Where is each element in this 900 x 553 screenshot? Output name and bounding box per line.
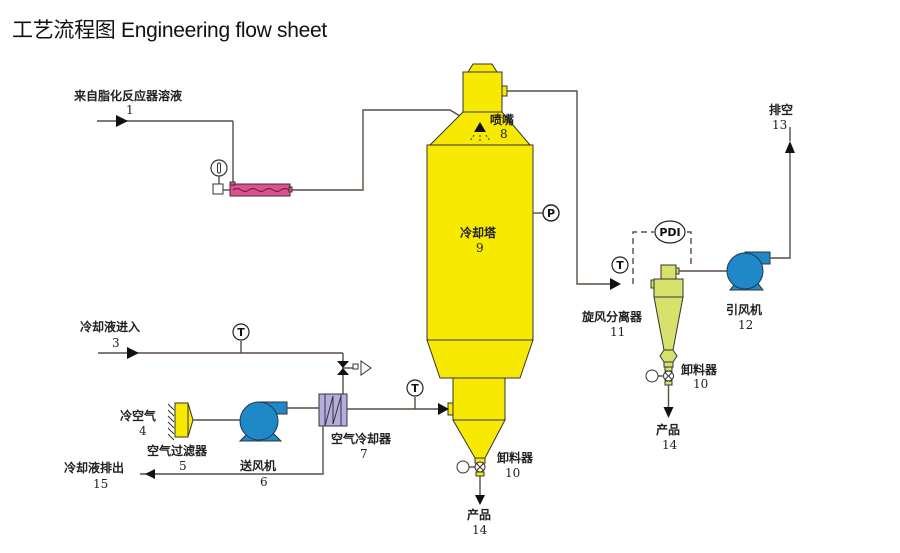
- coolant-outlet-label: 冷却液排出: [64, 460, 124, 475]
- air-cooler-label: 空气冷却器: [331, 431, 392, 446]
- nozzle-label: 喷嘴: [490, 112, 514, 127]
- stream-1-number: 1: [126, 103, 134, 117]
- cold-air-label: 冷空气: [120, 408, 156, 423]
- nozzle-number: 8: [500, 127, 508, 141]
- feed-temperature-gauge[interactable]: [210, 159, 230, 195]
- vent-number: 13: [772, 118, 787, 132]
- cold-air-number: 4: [139, 424, 147, 438]
- coolant-temperature[interactable]: T: [232, 323, 250, 341]
- tower-number: 9: [476, 241, 484, 255]
- vent-label: 排空: [769, 102, 793, 117]
- air-inlet-temperature[interactable]: T: [406, 379, 424, 397]
- cyclone-label: 旋风分离器: [581, 309, 643, 324]
- filter-number: 5: [179, 459, 187, 473]
- tower-discharger[interactable]: [456, 457, 486, 477]
- product-arrow-icon: [663, 407, 674, 418]
- nozzle-icon: [474, 122, 486, 132]
- product-b-number: 14: [662, 438, 678, 452]
- exhaust-fan[interactable]: [726, 251, 771, 291]
- air-cooler-number: 7: [360, 447, 368, 461]
- flow-arrow-icon: [145, 469, 155, 479]
- differential-pressure-indicator[interactable]: PDI: [654, 220, 686, 244]
- coolant-inlet-label: 冷却液进入: [80, 319, 140, 334]
- product-a-number: 14: [472, 523, 488, 537]
- product-b-label: 产品: [656, 422, 680, 437]
- temperature-symbol: T: [237, 326, 245, 339]
- motor-icon: [456, 460, 470, 474]
- discharger-a-label: 卸料器: [497, 450, 534, 465]
- air-cooler[interactable]: [318, 393, 348, 427]
- filter-screen-icon: [167, 403, 175, 441]
- tower-to-cyclone-line: [507, 90, 612, 285]
- discharger-a-number: 10: [505, 466, 520, 480]
- pdi-signal-line: [687, 231, 692, 265]
- feed-line-1: [97, 115, 234, 184]
- product-a-label: 产品: [467, 507, 491, 522]
- vent-arrow-icon: [785, 141, 795, 153]
- blower-number: 6: [260, 475, 268, 489]
- exhaust-line: [770, 150, 791, 259]
- pdi-signal-line: [632, 231, 654, 284]
- filter-label: 空气过滤器: [147, 443, 208, 458]
- flow-arrow-icon: [127, 347, 139, 359]
- thermometer-icon: [210, 159, 228, 177]
- tower-label: 冷却塔: [460, 225, 497, 240]
- heating-coil-icon: [232, 188, 290, 192]
- pressure-indicator[interactable]: P: [542, 204, 560, 222]
- product-arrow-icon: [475, 495, 485, 505]
- exhaust-fan-label: 引风机: [726, 302, 762, 317]
- actuator-icon: [360, 360, 372, 376]
- discharger-b-number: 10: [693, 377, 708, 391]
- feed-heater[interactable]: [229, 181, 293, 197]
- temperature-symbol: T: [411, 382, 419, 395]
- flow-arrow-icon: [610, 278, 621, 290]
- coolant-inlet-number: 3: [112, 336, 120, 350]
- coolant-outlet-line: [140, 426, 324, 475]
- control-valve[interactable]: [337, 360, 372, 376]
- pressure-symbol: P: [547, 207, 555, 220]
- page-title: 工艺流程图 Engineering flow sheet: [12, 19, 327, 42]
- motor-icon: [645, 369, 659, 383]
- blower-label: 送风机: [239, 458, 276, 473]
- flow-arrow-icon: [438, 403, 449, 415]
- spray-nozzle[interactable]: [469, 122, 491, 142]
- supply-blower[interactable]: [238, 401, 288, 442]
- exhaust-fan-number: 12: [738, 318, 753, 332]
- cyclone-number: 11: [610, 325, 625, 339]
- flow-arrow-icon: [116, 115, 128, 127]
- sensor-box-icon: [212, 183, 224, 195]
- temperature-symbol: T: [616, 259, 624, 272]
- coolant-outlet-number: 15: [93, 477, 108, 491]
- pdi-symbol: PDI: [659, 226, 680, 239]
- cyclone-inlet-temperature[interactable]: T: [611, 256, 629, 274]
- discharger-b-label: 卸料器: [681, 362, 718, 377]
- air-filter[interactable]: [167, 402, 194, 441]
- stream-1-label: 来自脂化反应器溶液: [73, 88, 182, 103]
- cyclone-separator[interactable]: [645, 264, 684, 386]
